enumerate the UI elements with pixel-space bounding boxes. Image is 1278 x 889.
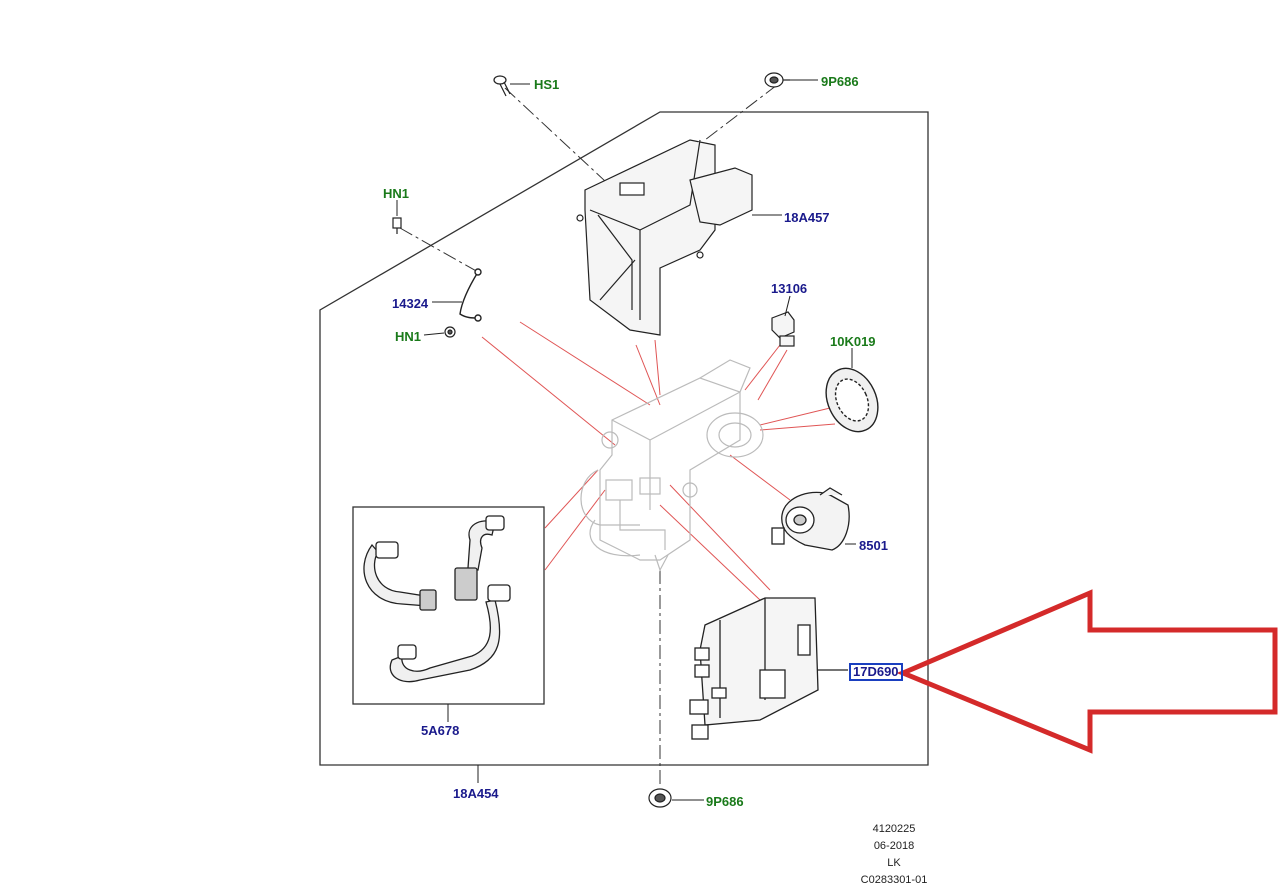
9p686-top-grommet-drawing xyxy=(764,72,790,88)
info-line: 06-2018 xyxy=(873,840,915,852)
10k019-clamp-drawing xyxy=(825,367,879,433)
assembly-outline xyxy=(319,111,929,766)
hn1-top-bolt-drawing xyxy=(392,217,402,234)
18a457-bracket-drawing xyxy=(576,139,753,336)
label-9p686-bottom: 9P686 xyxy=(706,794,744,809)
label-hs1: HS1 xyxy=(534,77,560,92)
label-5a678: 5A678 xyxy=(421,723,460,738)
17d690-module-drawing xyxy=(689,597,848,740)
14324-ground-strap-drawing xyxy=(459,268,482,322)
label-14324: 14324 xyxy=(392,296,429,311)
label-hn1-top: HN1 xyxy=(383,186,410,201)
centerline-hn1 xyxy=(399,227,479,273)
hs1-screw-drawing xyxy=(493,75,511,97)
info-line: LK xyxy=(887,857,901,869)
label-18a457: 18A457 xyxy=(784,210,830,225)
9p686-bottom-grommet-drawing xyxy=(648,788,672,808)
label-17d690-highlighted: 17D690 xyxy=(849,663,903,681)
13106-sensor-drawing xyxy=(771,311,795,347)
leader-lines xyxy=(481,321,836,601)
ghosted-central-assembly xyxy=(580,359,764,572)
info-line: 4120225 xyxy=(872,823,916,835)
label-13106: 13106 xyxy=(771,281,808,296)
centerline-9p686-top xyxy=(704,84,778,141)
label-8501: 8501 xyxy=(859,538,888,553)
hn1-bottom-nut-drawing xyxy=(444,326,456,338)
label-hn1-bottom: HN1 xyxy=(395,329,422,344)
label-10k019: 10K019 xyxy=(830,334,876,349)
label-leaders xyxy=(396,79,856,801)
8501-pump-drawing xyxy=(771,487,850,551)
centerline-hs1 xyxy=(504,87,621,196)
5a678-hoses-drawing xyxy=(363,515,511,683)
label-9p686-top: 9P686 xyxy=(821,74,859,89)
callout-arrow xyxy=(896,589,1278,754)
info-line: C0283301-01 xyxy=(860,874,928,886)
label-18a454: 18A454 xyxy=(453,786,499,801)
drawing-info-block: 4120225 06-2018 LK C0283301-01 xyxy=(848,821,940,889)
